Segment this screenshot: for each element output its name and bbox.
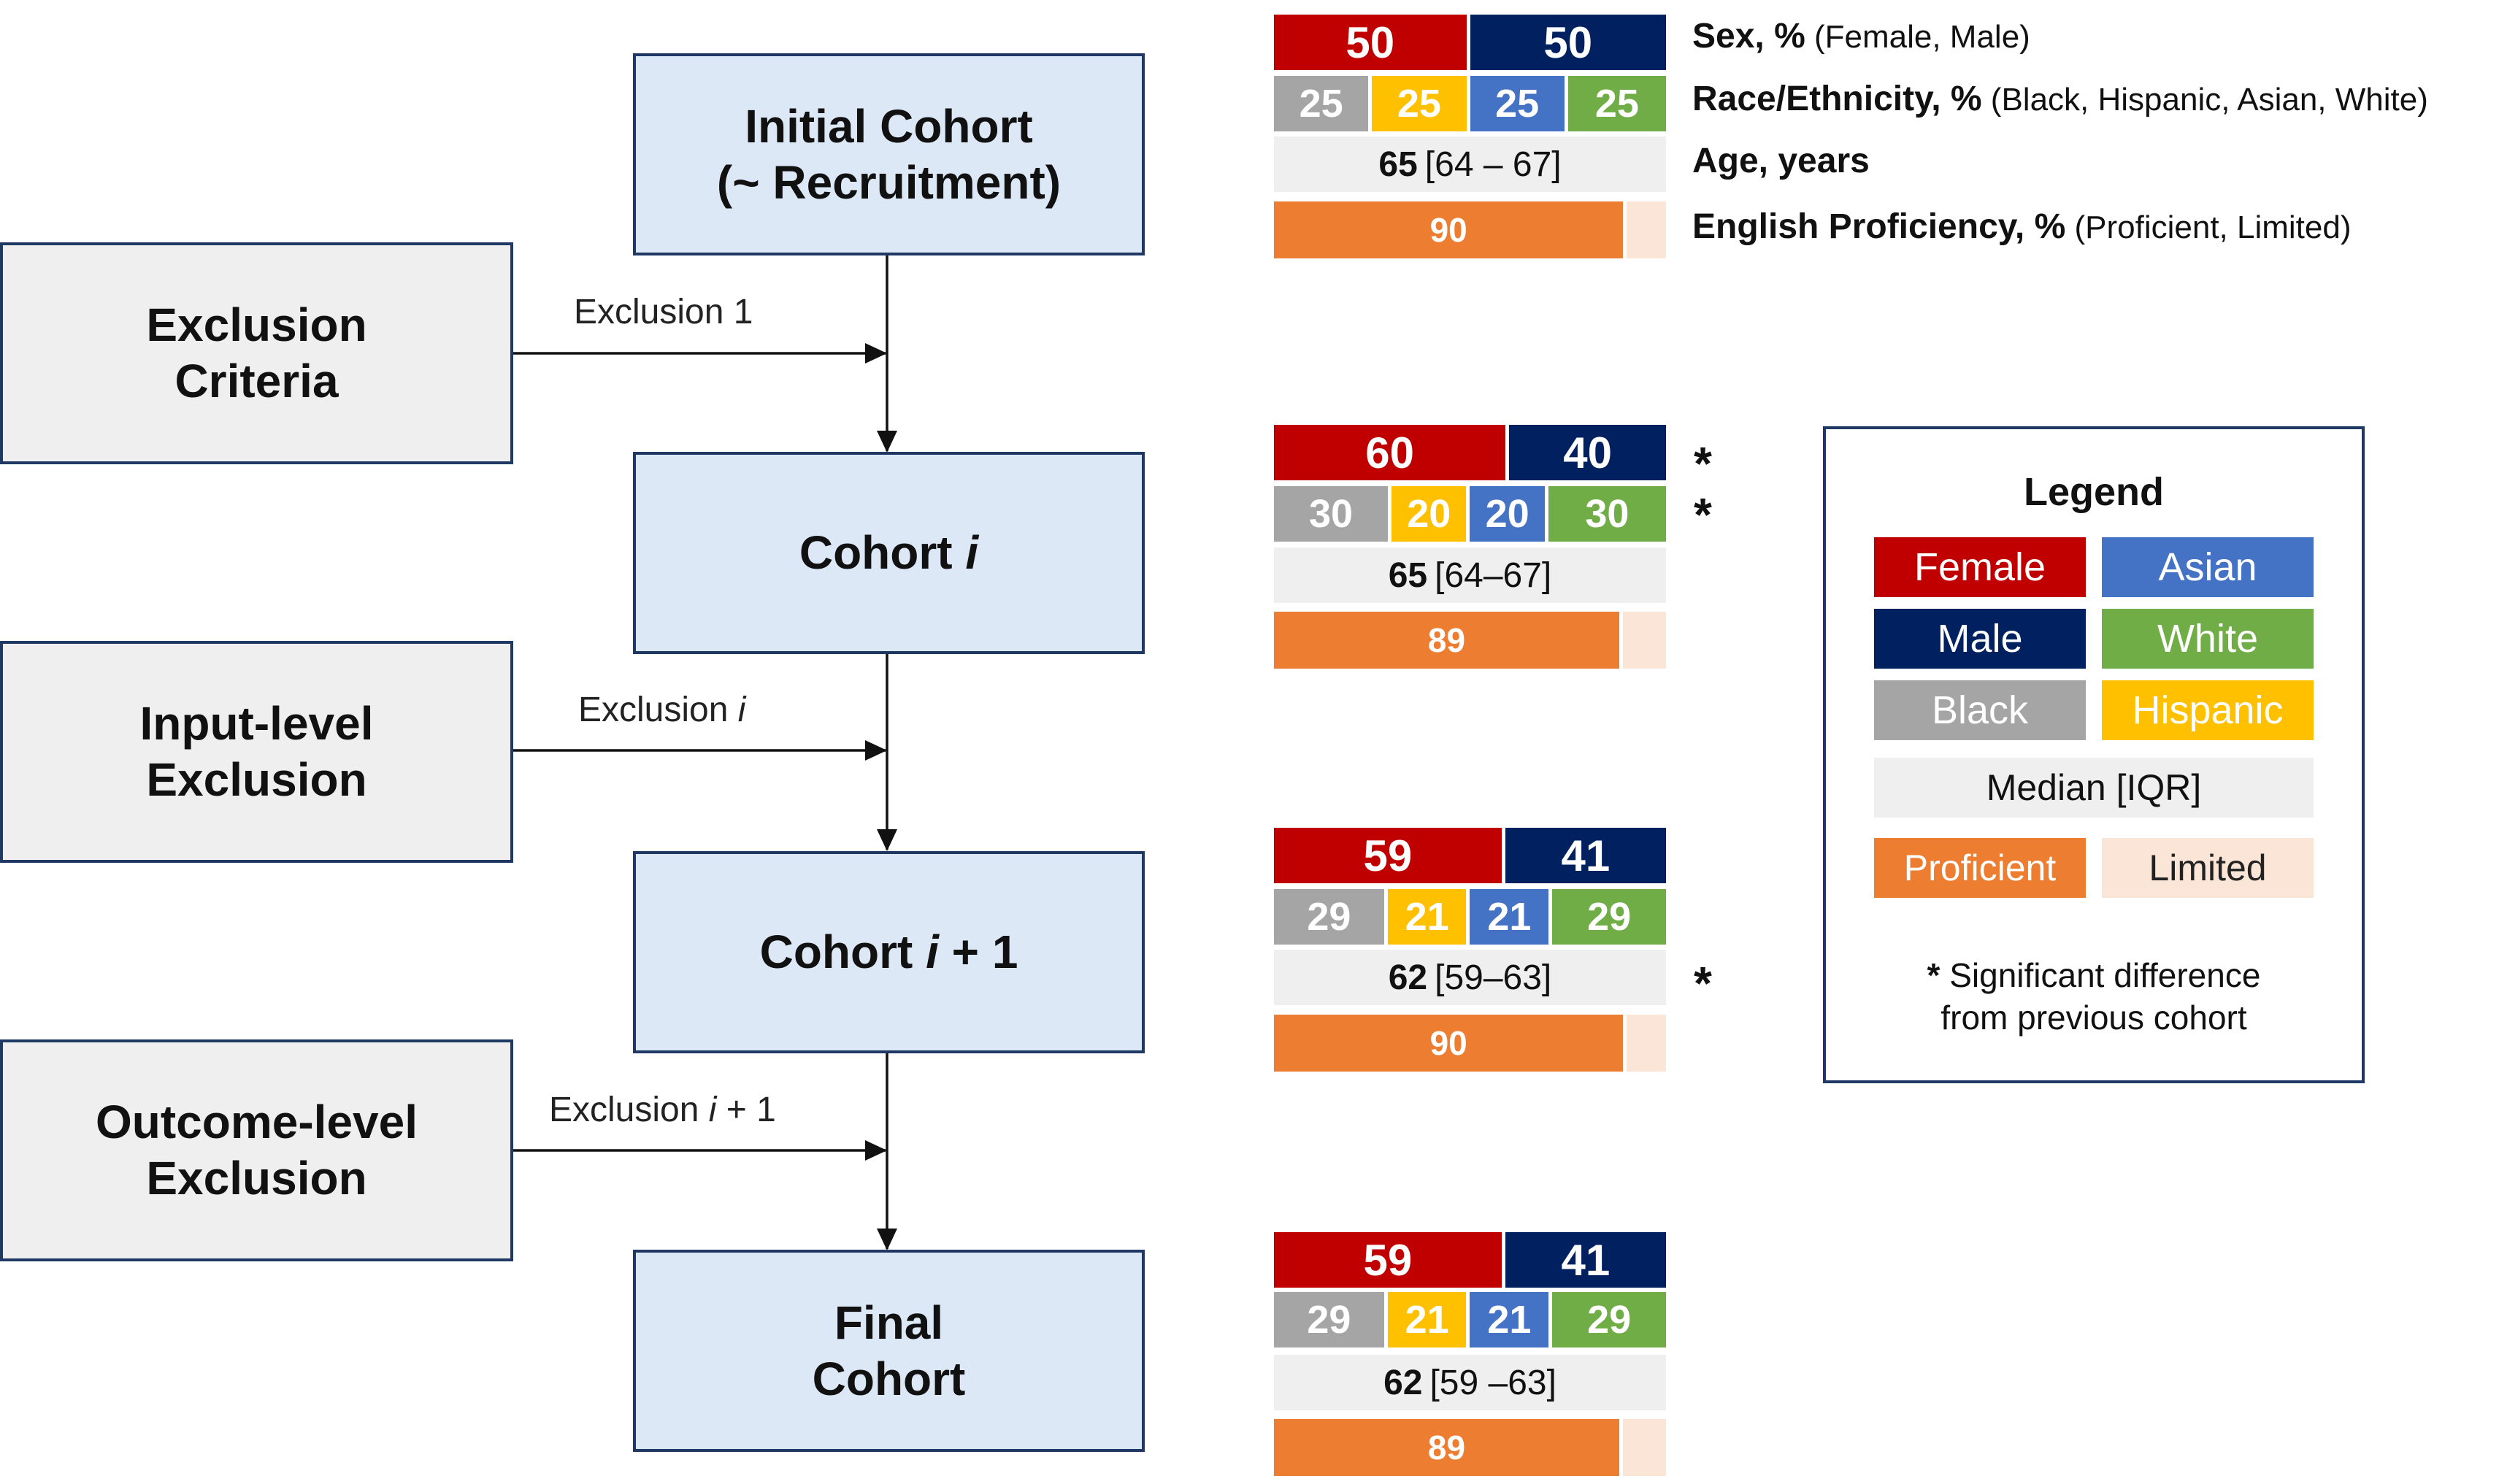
limited-segment [1627,1015,1666,1072]
sex-bar: 50 50 [1274,15,1666,70]
asian-segment: 25 [1470,76,1568,131]
cohort-i-plus-1-box: Cohort i + 1 [633,851,1145,1053]
age-median: 65 [1388,555,1428,595]
proficient-segment: 90 [1274,201,1627,258]
input-level-exclusion-box: Input-level Exclusion [0,641,513,863]
exclusion-criteria-label: Exclusion Criteria [146,299,367,407]
black-segment: 29 [1274,889,1388,945]
male-segment: 41 [1505,828,1666,883]
age-median: 62 [1388,958,1428,997]
hispanic-segment: 21 [1387,1292,1470,1347]
age-median-cell: 65[64 – 67] [1274,137,1666,192]
male-segment: 50 [1470,15,1666,70]
initial-cohort-label: Initial Cohort (~ Recruitment) [716,99,1062,209]
age-median: 62 [1383,1363,1423,1402]
proficient-segment: 89 [1274,1419,1623,1476]
hispanic-segment: 25 [1372,76,1470,131]
age-iqr: [59 –63] [1429,1363,1556,1402]
black-segment: 30 [1274,486,1392,542]
legend-black: Black [1874,680,2086,740]
outcome-level-exclusion-label: Outcome-level Exclusion [95,1096,418,1204]
legend-title: Legend [2023,470,2164,514]
race-bar: 30 20 20 30 [1274,486,1666,542]
limited-segment [1627,201,1666,258]
exclusion-1-label: Exclusion 1 [574,293,753,331]
asian-segment: 21 [1470,1292,1553,1347]
hispanic-segment: 21 [1387,889,1470,945]
sex-bar: 60 40 [1274,425,1666,480]
cohort-i-box: Cohort i [633,452,1145,654]
legend-proficient: Proficient [1874,838,2086,898]
age-row-label: Age, years [1692,142,1870,180]
proficient-segment: 90 [1274,1015,1627,1072]
initial-cohort-box: Initial Cohort (~ Recruitment) [633,53,1145,255]
cohort-i-plus-1-label: Cohort i + 1 [759,926,1018,979]
black-segment: 25 [1274,76,1373,131]
english-bar: 90 [1274,201,1666,258]
asian-segment: 21 [1470,889,1553,945]
final-cohort-label: Final Cohort [812,1296,966,1405]
legend-median: Median [IQR] [1874,758,2314,818]
exclusion-i-plus-1-label: Exclusion i + 1 [549,1091,776,1129]
age-iqr: [64–67] [1435,555,1552,595]
sex-bar: 59 41 [1274,1232,1666,1288]
race-bar: 29 21 21 29 [1274,1292,1666,1347]
age-median-cell: 65[64–67] [1274,547,1666,603]
english-bar: 90 [1274,1015,1666,1072]
proficient-segment: 89 [1274,612,1623,669]
age-median-cell: 62[59–63] [1274,950,1666,1005]
race-row-label: Race/Ethnicity, % (Black, Hispanic, Asia… [1692,80,2428,118]
female-segment: 50 [1274,15,1470,70]
limited-segment [1622,612,1666,669]
white-segment: 25 [1567,76,1666,131]
race-bar: 29 21 21 29 [1274,889,1666,945]
female-segment: 59 [1274,1232,1505,1288]
final-cohort-box: Final Cohort [633,1250,1145,1452]
english-bar: 89 [1274,1419,1666,1476]
age-iqr: [59–63] [1435,958,1552,997]
significance-star-age: * [1694,957,1712,1010]
hispanic-segment: 20 [1391,486,1470,542]
legend-hispanic: Hispanic [2102,680,2314,740]
limited-segment [1622,1419,1666,1476]
significance-star-race: * [1694,488,1712,541]
legend-limited: Limited [2102,838,2314,898]
legend-significance-note: * Significant difference from previous c… [1927,956,2261,1037]
age-iqr: [64 – 67] [1424,145,1562,184]
input-level-exclusion-label: Input-level Exclusion [139,697,374,806]
exclusion-criteria-box: Exclusion Criteria [0,242,513,464]
age-median: 65 [1378,145,1418,184]
female-segment: 59 [1274,828,1505,883]
white-segment: 29 [1552,1292,1666,1347]
black-segment: 29 [1274,1292,1388,1347]
significance-star-sex: * [1694,437,1712,490]
white-segment: 29 [1552,889,1666,945]
sex-row-label: Sex, % (Female, Male) [1692,17,2030,55]
asian-segment: 20 [1470,486,1548,542]
english-bar: 89 [1274,612,1666,669]
age-median-cell: 62[59 –63] [1274,1355,1666,1410]
male-segment: 40 [1509,425,1666,480]
english-row-label: English Proficiency, % (Proficient, Limi… [1692,207,2352,246]
male-segment: 41 [1505,1232,1666,1288]
sex-bar: 59 41 [1274,828,1666,883]
white-segment: 30 [1548,486,1666,542]
race-bar: 25 25 25 25 [1274,76,1666,131]
exclusion-i-label: Exclusion i [578,691,746,729]
legend: Legend Female Asian Male White Black His… [1823,426,2365,1083]
legend-white: White [2102,609,2314,669]
legend-male: Male [1874,609,2086,669]
legend-female: Female [1874,537,2086,597]
legend-asian: Asian [2102,537,2314,597]
outcome-level-exclusion-box: Outcome-level Exclusion [0,1039,513,1261]
cohort-i-label: Cohort i [799,526,979,580]
female-segment: 60 [1274,425,1510,480]
